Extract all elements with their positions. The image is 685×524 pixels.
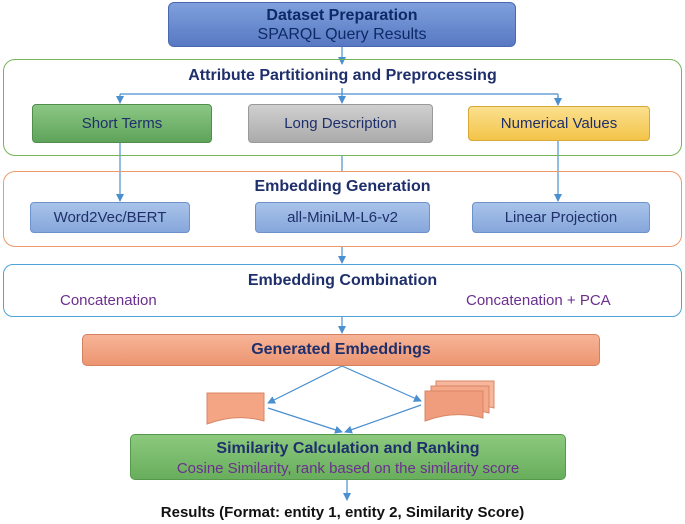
numerical-values-box: Numerical Values xyxy=(468,106,650,141)
similarity-ranking-box: Similarity Calculation and Ranking Cosin… xyxy=(130,434,566,480)
dataset-subtitle: SPARQL Query Results xyxy=(257,26,427,43)
word2vec-bert-box: Word2Vec/BERT xyxy=(30,202,190,233)
embedding-combination-title: Embedding Combination xyxy=(247,272,438,289)
similarity-subtitle: Cosine Similarity, rank based on the sim… xyxy=(176,460,520,477)
single-document-icon xyxy=(206,392,265,425)
arrow-left-doc-to-similarity xyxy=(267,407,343,434)
long-description-box: Long Description xyxy=(248,104,433,143)
dataset-preparation-box: Dataset Preparation SPARQL Query Results xyxy=(168,2,516,47)
linear-projection-box: Linear Projection xyxy=(472,202,650,233)
partition-title: Attribute Partitioning and Preprocessing xyxy=(188,67,497,84)
embedding-combination-group: Embedding Combination xyxy=(3,264,682,317)
concatenation-label: Concatenation xyxy=(60,292,157,309)
arrow-right-doc-to-similarity xyxy=(344,404,422,434)
embedding-generation-group: Embedding Generation xyxy=(3,171,682,247)
results-label: Results (Format: entity 1, entity 2, Sim… xyxy=(160,504,525,521)
embedding-generation-title: Embedding Generation xyxy=(254,178,431,195)
attribute-partitioning-group: Attribute Partitioning and Preprocessing xyxy=(3,59,682,156)
arrow-generated-to-right-doc xyxy=(341,365,422,402)
similarity-title: Similarity Calculation and Ranking xyxy=(216,440,480,457)
multi-document-icon xyxy=(424,380,495,422)
short-terms-box: Short Terms xyxy=(32,104,212,143)
generated-embeddings-box: Generated Embeddings xyxy=(82,334,600,366)
dataset-title: Dataset Preparation xyxy=(266,7,418,24)
concatenation-pca-label: Concatenation + PCA xyxy=(466,292,611,309)
arrow-generated-to-left-doc xyxy=(267,365,343,404)
minilm-box: all-MiniLM-L6-v2 xyxy=(255,202,430,233)
